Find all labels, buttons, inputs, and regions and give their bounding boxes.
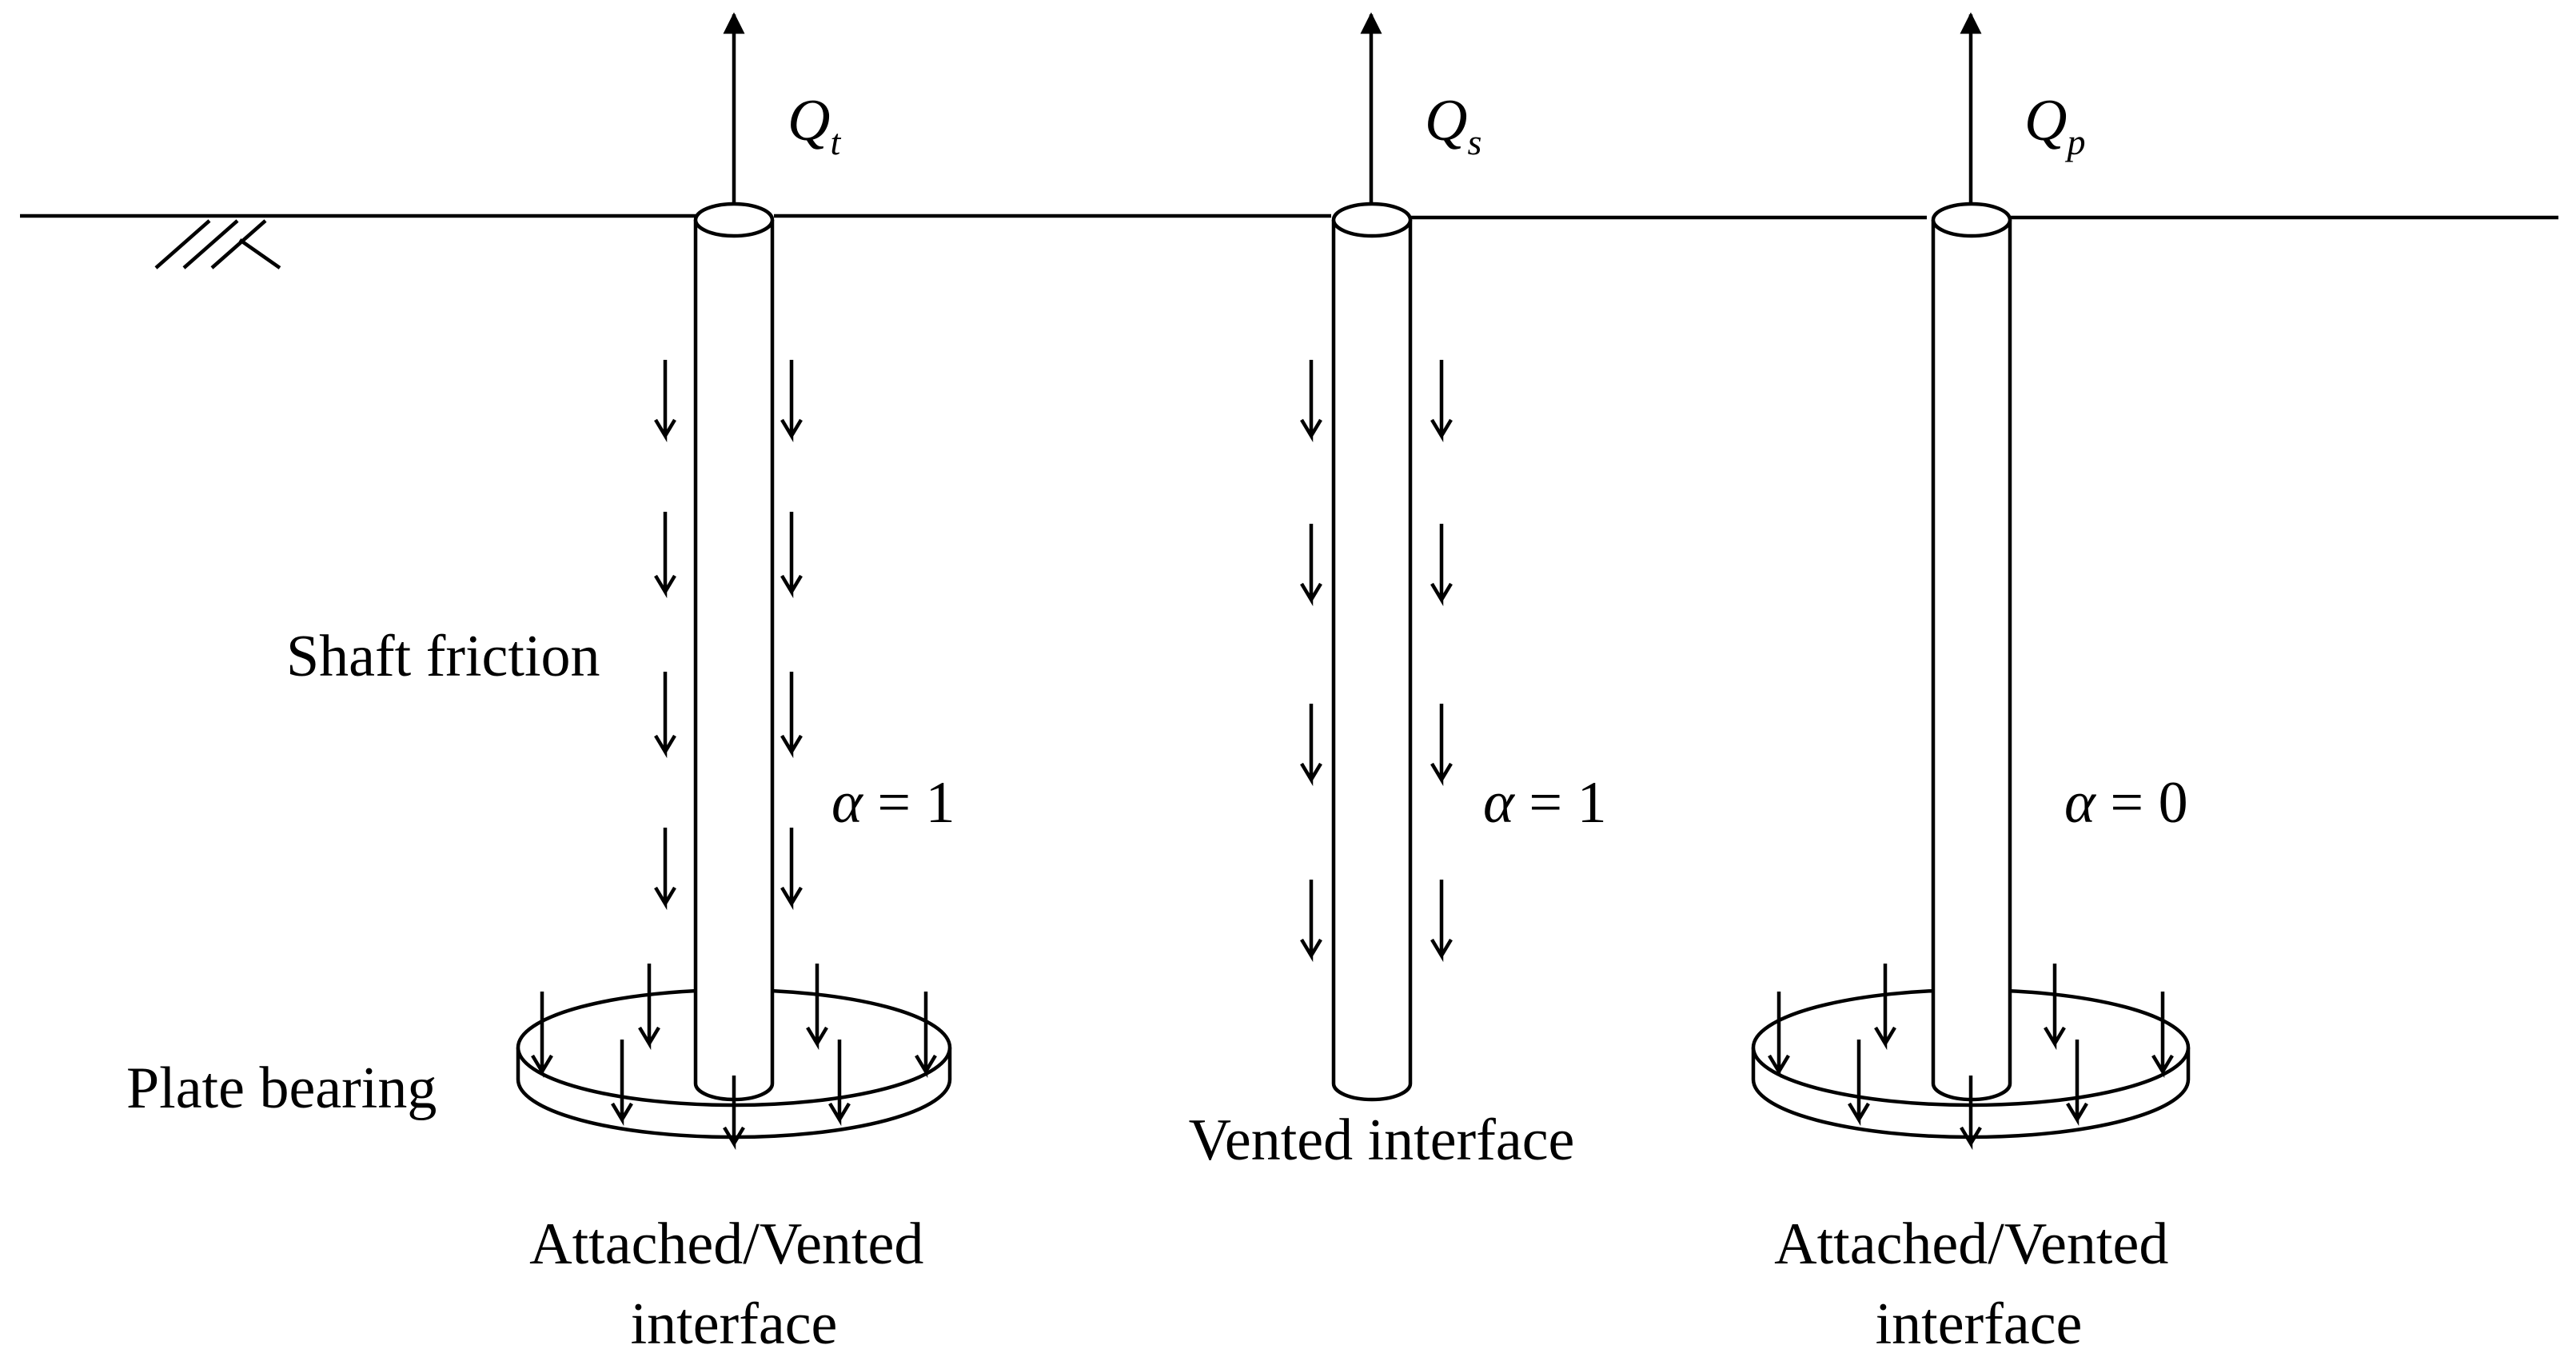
alpha-label-right: α = 0 xyxy=(2064,770,2188,836)
plate-bearing-arrows-right xyxy=(1768,964,2174,1151)
alpha-label-left: α = 1 xyxy=(831,770,955,836)
pile-right xyxy=(1931,202,2012,1102)
load-label-qs: Qs xyxy=(1425,88,1481,162)
plate-bearing-arrows-left xyxy=(531,964,937,1151)
shaft-friction-arrows-left xyxy=(654,360,803,911)
plate-bearing-label: Plate bearing xyxy=(126,1056,437,1121)
shaft-friction-label: Shaft friction xyxy=(286,624,600,689)
interface-label-left: Attached/Vented interface xyxy=(529,1211,939,1357)
load-label-qp: Qp xyxy=(2024,88,2085,162)
pile-middle xyxy=(1331,202,1413,1102)
load-label-qt: Qt xyxy=(788,88,841,162)
interface-label-middle: Vented interface xyxy=(1189,1108,1575,1173)
alpha-label-middle: α = 1 xyxy=(1483,770,1607,836)
pile-left xyxy=(693,202,775,1102)
ground-line xyxy=(20,214,2558,220)
shaft-friction-arrows-middle xyxy=(1300,360,1453,963)
ground-hatch-symbol xyxy=(154,219,281,269)
interface-label-right: Attached/Vented interface xyxy=(1774,1211,2183,1357)
